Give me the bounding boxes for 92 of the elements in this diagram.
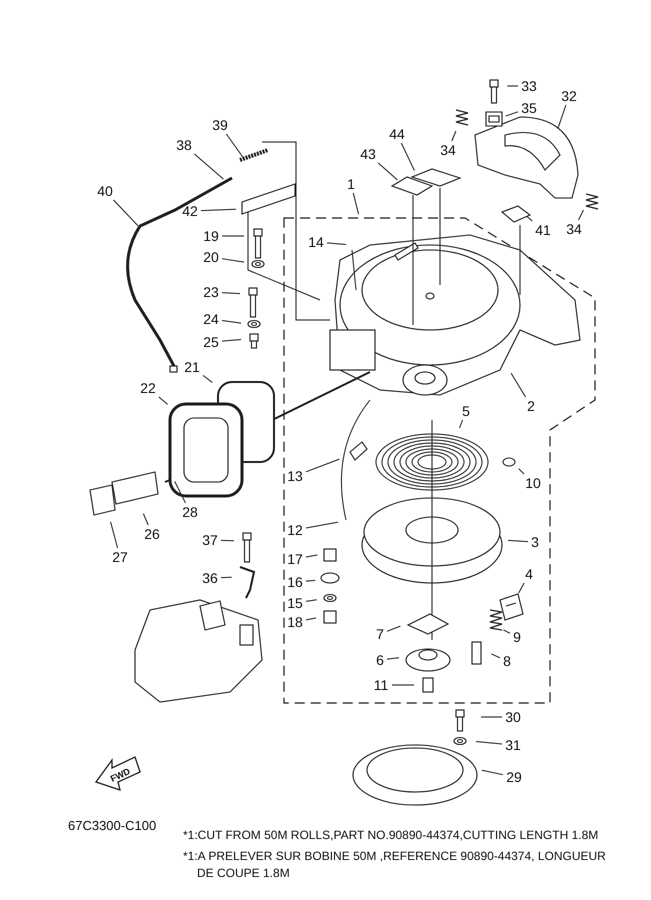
callout-number: 38 [176,137,192,153]
leader-line [510,372,526,398]
callout-number: 27 [112,549,128,565]
leader-line [326,242,347,245]
leader-line [518,582,525,594]
leader-line [222,320,242,324]
callout-number: 34 [566,221,582,237]
callout-number: 6 [376,652,384,668]
callout-number: 22 [140,380,156,396]
leader-line [459,420,464,428]
callout-number: 8 [503,653,511,669]
leader-line [220,540,234,542]
leader-line [481,770,504,776]
leader-line [392,684,414,686]
leader-line [113,200,138,226]
leader-line [174,480,186,504]
callout-number: 35 [521,100,537,116]
callout-number: 24 [203,311,219,327]
leader-line [222,339,242,342]
leader-line [306,580,316,582]
callout-number: 41 [535,222,551,238]
callout-number: 42 [182,203,198,219]
callout-number: 11 [374,677,388,693]
leader-line [222,292,240,294]
callout-number: 9 [513,629,521,645]
callout-number: 20 [203,249,219,265]
callout-number: 16 [287,574,303,590]
leader-line [490,653,500,658]
leader-line [518,468,524,474]
callout-number: 12 [287,522,303,538]
callout-number: 40 [97,183,113,199]
callout-number: 1 [347,176,355,192]
callout-number: 21 [184,359,200,375]
leader-line [451,130,456,142]
callout-number: 39 [212,117,228,133]
callout-number: 3 [531,534,539,550]
leader-line [220,576,232,578]
callout-number: 15 [287,595,303,611]
callout-number: 17 [287,551,303,567]
leader-line [306,617,316,620]
callout-number: 19 [203,228,219,244]
callout-number: 37 [202,532,218,548]
callout-number: 25 [203,334,219,350]
callout-number: 5 [462,403,470,419]
callout-number: 44 [389,126,405,142]
leader-line [352,192,360,215]
callout-number: 32 [561,88,577,104]
leader-line [306,458,340,472]
callout-number: 36 [202,570,218,586]
leader-line [226,134,244,159]
callout-number: 43 [360,146,376,162]
leader-line [202,374,213,383]
leader-line [378,162,398,181]
leader-line [386,657,400,660]
leader-line [480,716,502,718]
callout-number: 10 [525,475,541,491]
diagram-code: 67C3300-C100 [68,818,156,833]
leader-line [306,599,318,602]
callout-number: 31 [505,737,521,753]
leader-line [306,522,339,528]
leader-line [158,396,168,405]
leader-line [194,154,224,180]
callout-number: 34 [440,142,456,158]
leader-line [110,521,118,548]
callout-number: 4 [525,566,533,582]
leader-line [400,142,415,172]
callout-number: 13 [287,468,303,484]
note-text: *1:A PRELEVER SUR BOBINE 50M ,REFERENCE 90890-44374, LONGUEUR DE COUPE 1.8M [183,848,607,882]
leader-line [505,111,518,117]
callout-number: 7 [376,626,384,642]
leader-line [386,626,401,632]
callout-number: 28 [182,504,198,520]
leader-line [578,210,584,220]
leader-line [526,216,533,222]
callout-number: 33 [521,78,537,94]
callout-number: 23 [203,284,219,300]
leader-line [200,208,236,212]
note-text: *1:CUT FROM 50M ROLLS,PART NO.90890-44374,CUTTING LENGTH 1.8M [183,827,598,844]
leader-line [557,104,566,129]
callout-number: 26 [144,526,160,542]
leader-line [508,540,528,542]
leader-line [306,554,318,558]
leader-line [142,513,149,526]
callout-number: 30 [505,709,521,725]
leader-line [475,741,502,744]
callout-number: 18 [287,614,303,630]
direction-label: FWD [108,766,132,784]
callout-number: 2 [527,398,535,414]
leader-line [222,258,245,263]
leader-line [502,629,510,634]
callout-number: 29 [506,769,522,785]
callout-number: 14 [308,234,324,250]
